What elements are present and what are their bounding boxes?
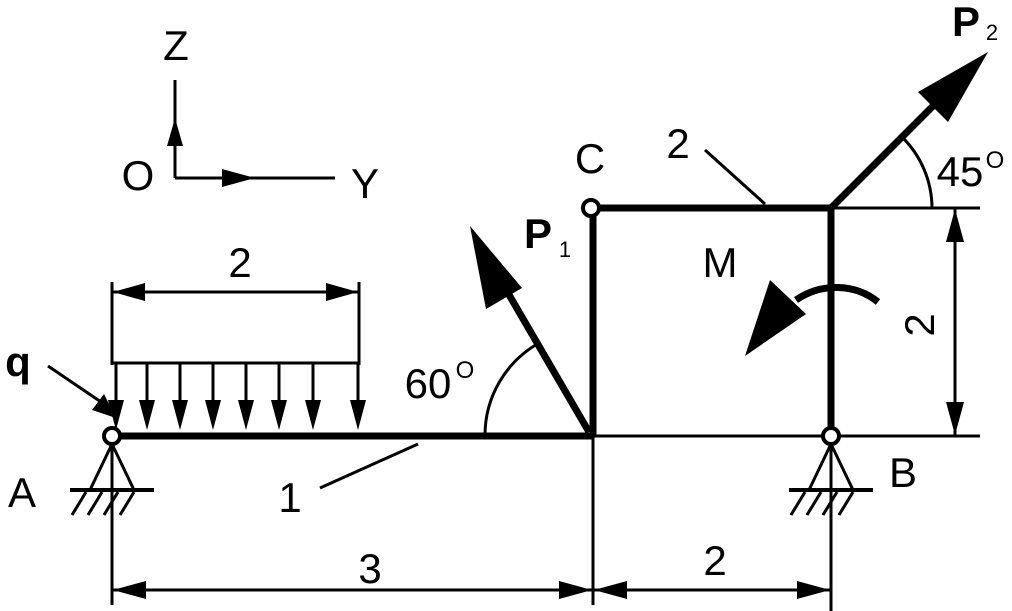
point-c-label: C: [575, 135, 605, 182]
z-axis-arrowhead: [167, 118, 183, 146]
force-p1: P 1 60 O: [405, 210, 593, 437]
support-a-leg-left: [88, 443, 114, 491]
moment-label: M: [703, 239, 738, 286]
origin-label: O: [122, 152, 155, 199]
support-b-hatch: [789, 491, 807, 516]
hinge-a: [102, 426, 122, 446]
dimension-arrowhead: [946, 402, 964, 435]
p1-symbol: P: [524, 210, 552, 257]
member-1-leader: [319, 442, 419, 490]
dimension-load-length: 2: [110, 239, 361, 365]
q-label: q: [5, 338, 31, 385]
dimension-arrowhead: [946, 209, 964, 242]
dimension-label-ac: 3: [358, 545, 381, 592]
q-leader-line: [47, 364, 105, 406]
support-b-hatch: [837, 491, 855, 516]
p2-subscript: 2: [986, 20, 998, 45]
force-p2-arrowhead: [918, 52, 988, 122]
angle-60-value: 60: [405, 360, 452, 407]
z-axis-label: Z: [163, 22, 189, 69]
moment-arc: [794, 284, 881, 305]
dimension-span-cb: 2: [593, 537, 831, 599]
dimension-height: 2: [896, 208, 964, 436]
p2-symbol: P: [952, 0, 980, 45]
dimension-arrowhead: [559, 581, 592, 599]
distributed-load-arrowhead: [139, 400, 155, 430]
angle-45-value: 45: [937, 148, 984, 195]
member-2-leader: [703, 148, 767, 206]
support-b-hatch: [805, 491, 823, 516]
support-a-hatch: [118, 491, 136, 516]
support-b: B: [789, 426, 917, 516]
angle-arc-45: [900, 135, 934, 209]
force-p1-arrowhead: [470, 226, 522, 309]
angle-45-degree: O: [986, 147, 1005, 174]
support-a-hatch: [86, 491, 104, 516]
member-1-label: 1: [278, 474, 301, 521]
distributed-load-arrows: [108, 363, 366, 430]
hinge-c: [581, 198, 601, 218]
support-a-hatch: [70, 491, 88, 516]
y-axis-label: Y: [351, 160, 379, 207]
distributed-load-arrowhead: [172, 400, 188, 430]
support-a: A: [8, 426, 154, 516]
distributed-load-arrowhead: [271, 400, 287, 430]
p1-subscript: 1: [559, 237, 571, 262]
dimension-span-ac: 3: [110, 444, 593, 605]
support-a-leg-right: [110, 443, 136, 491]
coordinate-axes: Z O Y: [122, 22, 379, 207]
distributed-load-arrowhead: [305, 400, 321, 430]
q-leader-arrowhead: [92, 394, 116, 418]
support-b-leg-right: [829, 443, 855, 491]
angle-60-degree: O: [456, 357, 475, 384]
force-p1-line: [504, 291, 593, 434]
support-b-leg-left: [807, 443, 833, 491]
dimension-arrowhead: [594, 581, 627, 599]
dimension-arrowhead: [113, 283, 145, 301]
force-p2: P 2 45 O: [829, 0, 1005, 210]
distributed-load-arrowhead: [205, 400, 221, 430]
distributed-load-arrowhead: [238, 400, 254, 430]
dimension-label-load: 2: [228, 239, 251, 286]
moment-arrowhead: [745, 280, 806, 356]
member-2-label: 2: [666, 120, 689, 167]
point-b-label: B: [889, 449, 917, 496]
support-b-hatch: [821, 491, 839, 516]
distributed-load-q: q: [5, 338, 366, 430]
hinge-b: [821, 426, 841, 446]
distributed-load-arrowhead: [350, 400, 366, 430]
distributed-load-arrowhead: [108, 400, 124, 430]
dimension-label-cb: 2: [703, 537, 726, 584]
moment-m: M: [703, 239, 881, 356]
dimension-arrowhead: [797, 581, 830, 599]
point-a-label: A: [8, 469, 36, 516]
y-axis-arrowhead: [222, 169, 255, 187]
dimension-arrowhead: [326, 283, 358, 301]
dimension-arrowhead: [113, 581, 146, 599]
force-p2-line: [829, 102, 937, 210]
dimension-label-height: 2: [896, 313, 943, 336]
angle-arc-60: [483, 341, 540, 437]
